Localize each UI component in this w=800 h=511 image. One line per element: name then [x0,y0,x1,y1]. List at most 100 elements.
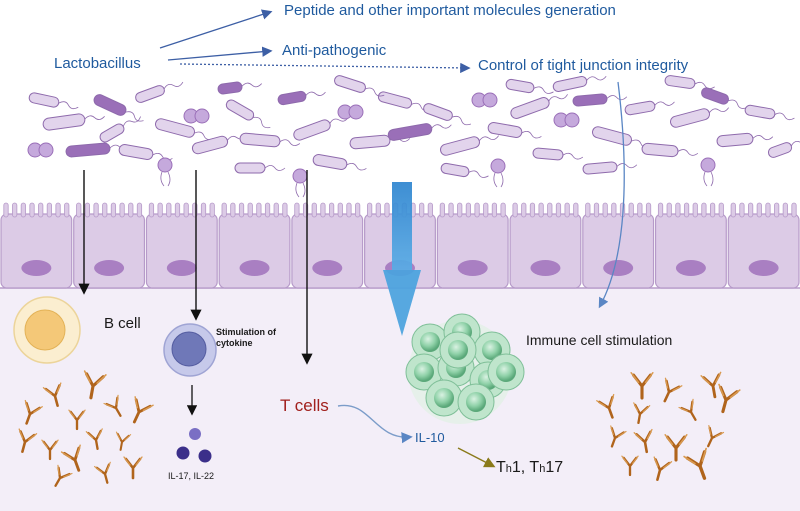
antibody-icon [707,425,725,448]
epithelial-cell-icon [582,202,655,289]
bacteria-icon [312,154,367,171]
bacteria-icon [334,75,385,97]
interleukin-spheres [176,428,212,463]
th-label: Th1, Th17 [496,459,564,476]
epithelial-cell-icon [145,202,218,289]
immune-cell-icon [425,379,463,417]
bacteria-icon [664,75,715,90]
bacteria-icon [234,162,286,174]
bacteria-icon [700,157,716,187]
bacteria-icon [669,107,729,128]
bacteria-icon [552,76,607,92]
antibody-icon [103,394,122,417]
antibody-icon [718,383,741,414]
antibody-icon [633,402,651,425]
antibody-icon [630,372,654,400]
bacteria-icon [572,93,628,107]
effect-tight-junction-label: Control of tight junction integrity [478,57,689,74]
effect-peptide-label: Peptide and other important molecules ge… [284,2,616,19]
arrow-peptide [159,9,273,49]
bacteria-icon [225,99,271,129]
bacteria-icon [490,158,506,188]
bacteria-icon [701,87,748,109]
antibody-icon [18,428,38,453]
bacteria-icon [744,104,795,121]
immune-cell-icon [457,383,495,421]
bacteria-icon [487,122,542,139]
epithelial-cell-icon [291,202,364,289]
bacteria-icon [641,142,699,158]
bacteria-icon [423,103,472,126]
epithelial-cell-icon [218,202,291,289]
antibody-icon [596,393,615,419]
arrow-anti-pathogenic [167,46,273,61]
interleukins-label: IL-17, IL-22 [168,471,215,481]
bacteria-icon [28,92,79,110]
antibody-icon [115,431,132,451]
antibody-icon [132,396,154,424]
epithelial-layer [0,202,800,289]
antibody-icon [633,428,653,454]
antibody-icon [83,370,107,400]
b-cell-icon [13,296,81,364]
antibody-icon [68,409,86,431]
epithelial-cell-icon [0,202,73,289]
arrow-tight-junction [179,62,471,74]
antibody-icon [700,371,722,399]
arrow-to-il10 [337,404,413,444]
antibody-icon [653,456,673,481]
bacteria-icon [293,116,349,141]
epithelial-cell-icon [436,202,509,289]
bacteria-icon [292,168,308,198]
bacteria-icon [27,142,54,158]
antibody-group [18,370,741,487]
antibody-icon [664,434,688,462]
bacteria-icon [582,161,638,175]
arrow-immune-stimulation [598,81,625,309]
arrow-to-th [457,447,496,468]
bacteria-icon [217,81,262,95]
bacteria-icon [440,162,489,178]
immune-cell-cluster-icon [405,313,525,424]
bacteria-icon [135,81,184,103]
bacteria-icon [183,108,210,124]
t-cells-label: T cells [280,396,329,415]
antibody-icon [610,425,627,448]
bacteria-icon [157,157,173,187]
effect-anti-pathogenic-label: Anti-pathogenic [282,42,387,59]
immune-cell-icon [439,331,477,369]
epithelial-cell-icon [727,202,800,289]
bacteria-icon [505,78,554,94]
bacteria-icon [387,123,452,141]
epithelial-cell-icon [73,202,146,289]
antibody-icon [54,464,73,487]
immune-cell-icon [411,323,449,361]
bacteria-icon [624,100,675,116]
antibody-icon [41,439,59,461]
antibody-icon [663,377,683,403]
bacteria-icon [510,94,568,119]
epithelial-cell-icon [654,202,727,289]
bacteria-icon [553,112,580,128]
bacteria-icon [239,132,301,148]
antibody-icon [94,461,111,484]
bacteria-icon [99,116,141,143]
immune-stimulation-label: Immune cell stimulation [526,332,673,348]
bacteria-icon [337,104,364,120]
antibody-icon [678,398,697,421]
bacteria-icon [42,113,105,131]
cytokine-cell-icon [163,323,217,377]
bacteria-icon [471,92,498,108]
bacteria-icon [93,94,144,122]
epithelial-cell-icon [509,202,582,289]
antibody-icon [621,455,639,477]
lactobacillus-label: Lactobacillus [54,55,141,72]
bacteria-icon [439,135,499,156]
bacteria-icon [277,90,326,106]
antibody-icon [85,428,103,451]
b-cell-label: B cell [104,315,141,332]
immune-cell-icon [487,353,525,391]
immune-cell-icon [405,353,443,391]
antibody-icon [42,382,62,407]
